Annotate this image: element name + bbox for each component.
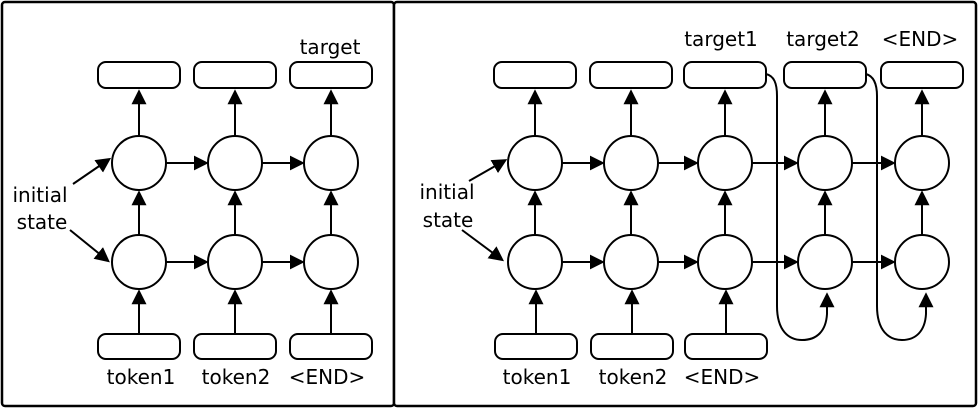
rnn-cell — [207, 135, 263, 191]
input-box — [289, 333, 373, 360]
rnn-cell — [797, 135, 853, 191]
input-label: <END> — [289, 365, 366, 389]
input-box — [684, 333, 768, 360]
input-label: token1 — [503, 365, 572, 389]
initial-state-label-line1: initial — [13, 183, 68, 207]
rnn-cell — [111, 135, 167, 191]
output-box — [783, 61, 867, 89]
rnn-cell — [303, 234, 359, 290]
rnn-cell — [111, 234, 167, 290]
initial-state-arrow-bottom — [69, 229, 110, 263]
input-box — [97, 333, 181, 360]
feedback-arrow-output3-to-cell4 — [765, 73, 835, 342]
output-box — [880, 61, 964, 89]
output-box — [589, 61, 673, 89]
left-panel: target token1 token2 <END> initial — [0, 0, 396, 408]
target-label: target — [300, 35, 361, 59]
rnn-cell — [303, 135, 359, 191]
initial-state-arrow-top — [72, 157, 112, 185]
output-box — [493, 61, 577, 89]
initial-state-label-line1: initial — [420, 180, 475, 204]
rnn-cell — [894, 135, 950, 191]
rnn-cell — [603, 135, 659, 191]
initial-state-label-line2: state — [17, 210, 68, 234]
rnn-cell — [603, 234, 659, 290]
target-label: <END> — [882, 27, 959, 51]
input-label: token2 — [599, 365, 668, 389]
input-box — [590, 333, 674, 360]
rnn-cell — [697, 135, 753, 191]
target-label: target1 — [684, 27, 758, 51]
rnn-cell — [797, 234, 853, 290]
input-label: token2 — [202, 365, 271, 389]
output-box — [97, 61, 181, 89]
input-label: <END> — [684, 365, 761, 389]
feedback-arrow-output4-to-cell5 — [865, 73, 934, 342]
output-box — [683, 61, 767, 89]
target-label: target2 — [786, 27, 860, 51]
rnn-cell — [207, 234, 263, 290]
rnn-cell — [697, 234, 753, 290]
rnn-cell — [894, 234, 950, 290]
rnn-cell — [507, 135, 563, 191]
rnn-cell — [507, 234, 563, 290]
output-box — [289, 61, 373, 89]
input-label: token1 — [107, 365, 176, 389]
output-box — [193, 61, 277, 89]
initial-state-arrow-top — [468, 159, 508, 182]
input-box — [193, 333, 277, 360]
right-panel: target1 target2 <END> token1 token2 <END… — [392, 0, 978, 408]
initial-state-arrow-bottom — [461, 229, 505, 262]
input-box — [494, 333, 578, 360]
initial-state-label-line2: state — [423, 208, 474, 232]
